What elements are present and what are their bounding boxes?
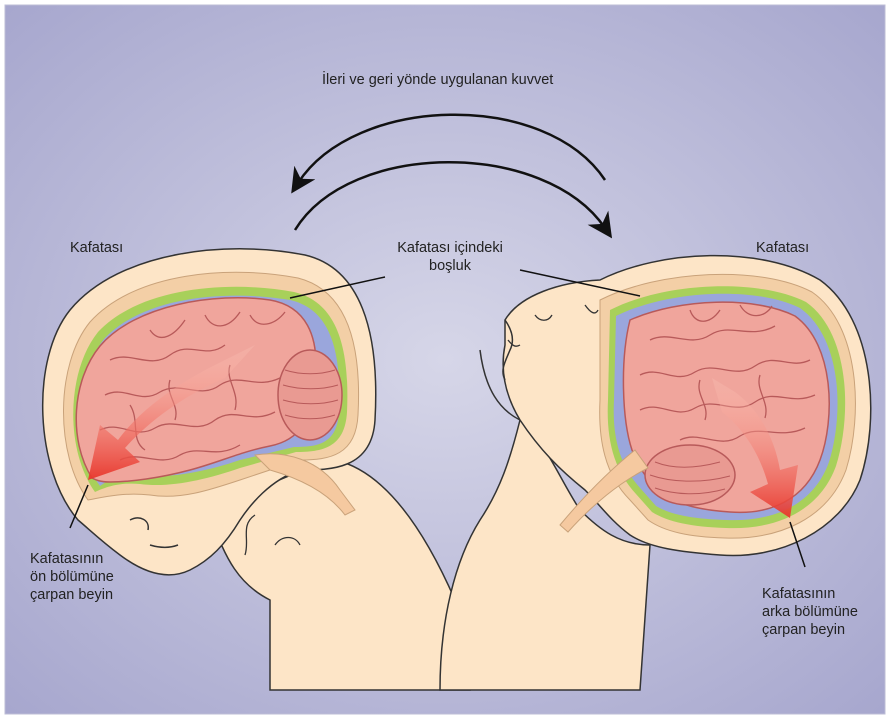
label-back-impact-line2: arka bölümüne <box>762 603 858 621</box>
label-intracranial-space-line1: Kafatası içindeki <box>380 239 520 257</box>
label-intracranial-space-line2: boşluk <box>380 257 520 275</box>
label-intracranial-space: Kafatası içindeki boşluk <box>380 239 520 275</box>
diagram-title: İleri ve geri yönde uygulanan kuvvet <box>322 71 553 89</box>
label-skull-right: Kafatası <box>756 239 809 257</box>
left-cerebellum <box>278 350 342 440</box>
label-front-impact-line3: çarpan beyin <box>30 586 114 604</box>
right-cerebellum <box>645 445 735 505</box>
label-skull-left: Kafatası <box>70 239 123 257</box>
label-back-impact-line3: çarpan beyin <box>762 621 858 639</box>
label-back-impact: Kafatasının arka bölümüne çarpan beyin <box>762 585 858 639</box>
label-front-impact-line1: Kafatasının <box>30 550 114 568</box>
label-back-impact-line1: Kafatasının <box>762 585 858 603</box>
label-front-impact-line2: ön bölümüne <box>30 568 114 586</box>
label-front-impact: Kafatasının ön bölümüne çarpan beyin <box>30 550 114 604</box>
